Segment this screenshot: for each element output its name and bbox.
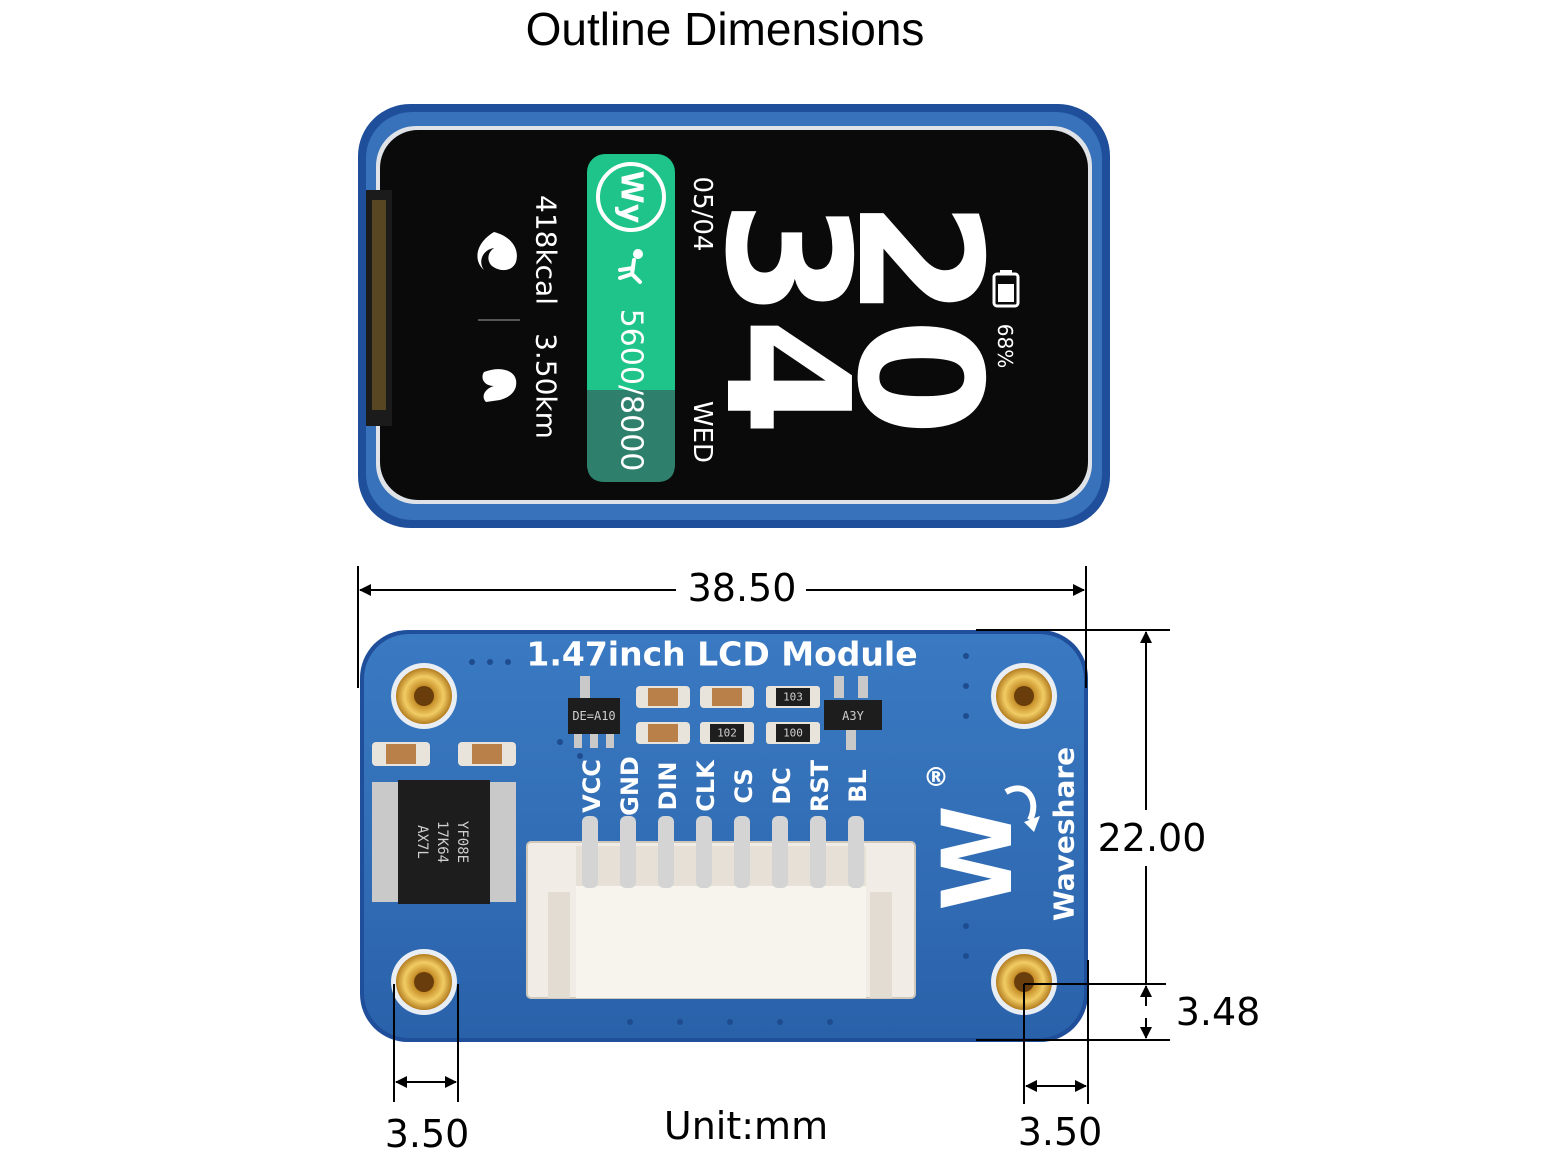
svg-text:W: W	[922, 805, 1034, 911]
svg-text:100: 100	[783, 727, 803, 740]
small-ic-label: DE=A10	[572, 709, 615, 723]
distance-text: 3.50km	[530, 333, 563, 439]
mounting-hole-top-right	[991, 663, 1057, 729]
svg-text:103: 103	[783, 691, 803, 704]
steps-progress-remaining	[587, 390, 675, 482]
dimension-height: 22.00	[976, 629, 1207, 1041]
capacitor	[636, 722, 690, 744]
dimension-width-label: 38.50	[688, 566, 797, 610]
pin-label-dc: DC	[768, 767, 796, 805]
steps-count: 5600/8000	[614, 309, 649, 472]
time-hour: 20	[819, 200, 1017, 437]
date-text: 05/04	[687, 177, 717, 252]
mounting-hole-top-left	[391, 663, 457, 729]
pin-label-cs: CS	[730, 768, 758, 803]
svg-text:AX7L: AX7L	[414, 825, 430, 859]
waveshare-logo-icon	[596, 162, 666, 232]
shoe-icon	[482, 369, 517, 402]
resistor: 100	[766, 722, 820, 744]
time-minute: 34	[687, 200, 885, 437]
pcb-back-view: 1.47inch LCD Module DE=A10 102 103 100	[360, 630, 1088, 1042]
page-title: Outline Dimensions	[525, 3, 925, 55]
pin-label-rst: RST	[806, 759, 834, 812]
level-shifter-ic: YF08E 17K64 AX7L	[372, 780, 516, 904]
dimension-hole-offset-y: 3.48	[1024, 983, 1261, 1039]
dimension-height-label: 22.00	[1098, 816, 1207, 860]
dimension-hole-offset-left-label: 3.50	[385, 1112, 470, 1156]
header-pins	[582, 816, 864, 888]
capacitor	[458, 742, 516, 766]
svg-text:17K64: 17K64	[434, 821, 450, 863]
pcb-vias	[469, 653, 969, 1025]
pin-label-vcc: VCC	[578, 759, 606, 813]
brand-text: Waveshare	[1048, 747, 1081, 921]
dimension-hole-offset-y-label: 3.48	[1176, 990, 1261, 1034]
small-ic	[568, 698, 620, 734]
battery-percent: 68%	[993, 324, 1017, 368]
resistor: 103	[766, 686, 820, 708]
board-title: 1.47inch LCD Module	[526, 635, 917, 674]
resistor: 102	[700, 722, 754, 744]
capacitor	[636, 686, 690, 708]
svg-text:102: 102	[717, 727, 737, 740]
pin-label-gnd: GND	[616, 756, 644, 816]
capacitor	[700, 686, 754, 708]
waveshare-logo-icon: W	[922, 785, 1040, 911]
pin-label-bl: BL	[844, 769, 872, 803]
registered-mark: ®	[923, 763, 949, 793]
battery-icon	[992, 270, 1020, 308]
dimension-hole-offset-right-label: 3.50	[1018, 1110, 1103, 1154]
unit-label: Unit:mm	[664, 1104, 828, 1148]
pin-label-din: DIN	[654, 762, 682, 811]
svg-text:YF08E: YF08E	[454, 821, 470, 863]
weekday-text: WED	[687, 401, 717, 463]
mounting-hole-bottom-left	[391, 949, 457, 1015]
lcd-front-view: Wy 5600/8000 05/04 WED 20 34 68% 418kcal…	[358, 104, 1110, 528]
transistor: A3Y	[824, 676, 882, 750]
waveshare-logo-icon-glyph: Wy	[614, 171, 649, 224]
pin-label-clk: CLK	[692, 759, 720, 812]
mounting-hole-bottom-right	[991, 949, 1057, 1015]
walker-icon	[618, 249, 643, 284]
fpc-contacts	[372, 200, 386, 410]
lcd-screen	[380, 130, 1088, 500]
dimension-width: 38.50	[357, 566, 1087, 688]
capacitor	[372, 742, 430, 766]
calories-text: 418kcal	[530, 195, 563, 305]
svg-text:A3Y: A3Y	[842, 709, 864, 723]
flame-icon	[477, 232, 517, 271]
dimension-hole-offset-left: 3.50	[385, 984, 470, 1156]
dimension-hole-offset-right: 3.50	[1018, 960, 1103, 1154]
